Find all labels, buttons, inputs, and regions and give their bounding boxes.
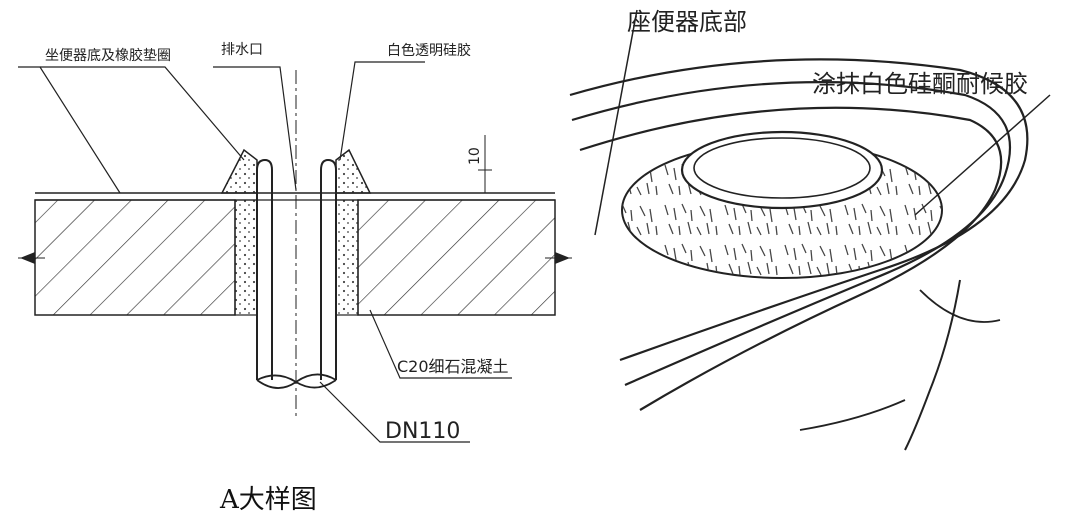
leader-drain	[213, 66, 297, 191]
toilet-bottom-sketch: 座便器底部 涂抹白色硅酮耐候胶	[569, 8, 1051, 451]
label-toilet-bottom: 座便器底部	[627, 8, 747, 36]
label-sealant: 涂抹白色硅酮耐候胶	[812, 70, 1028, 98]
mortar-fill-left	[234, 199, 258, 316]
leader-concrete	[369, 309, 512, 379]
mortar-fill-right	[335, 199, 359, 316]
leader-toilet-bottom	[594, 9, 638, 236]
drain-opening	[680, 130, 884, 210]
silicone-bead-left	[220, 148, 258, 194]
label-toilet-base-gasket: 坐便器底及橡胶垫圈	[45, 47, 171, 64]
concrete-slab-right	[357, 199, 556, 316]
leader-pipe	[319, 381, 470, 443]
section-detail-drawing: 10 坐便器底及橡胶垫圈 排水口 白色透明硅胶 C20细石混凝土 DN110 A…	[18, 42, 572, 515]
leader-sealant	[914, 94, 1051, 216]
drawing-caption: A大样图	[219, 485, 317, 515]
leader-gasket	[40, 66, 245, 161]
label-concrete: C20细石混凝土	[397, 357, 509, 376]
label-drain-outlet: 排水口	[221, 42, 263, 58]
silicone-bead-right	[335, 148, 372, 194]
concrete-slab-left	[34, 199, 236, 316]
label-pipe: DN110	[385, 419, 460, 444]
leader-silicone	[339, 61, 425, 161]
label-white-silicone: 白色透明硅胶	[387, 42, 471, 59]
leader-gasket-2	[18, 66, 121, 194]
dimension-label: 10	[467, 147, 483, 165]
